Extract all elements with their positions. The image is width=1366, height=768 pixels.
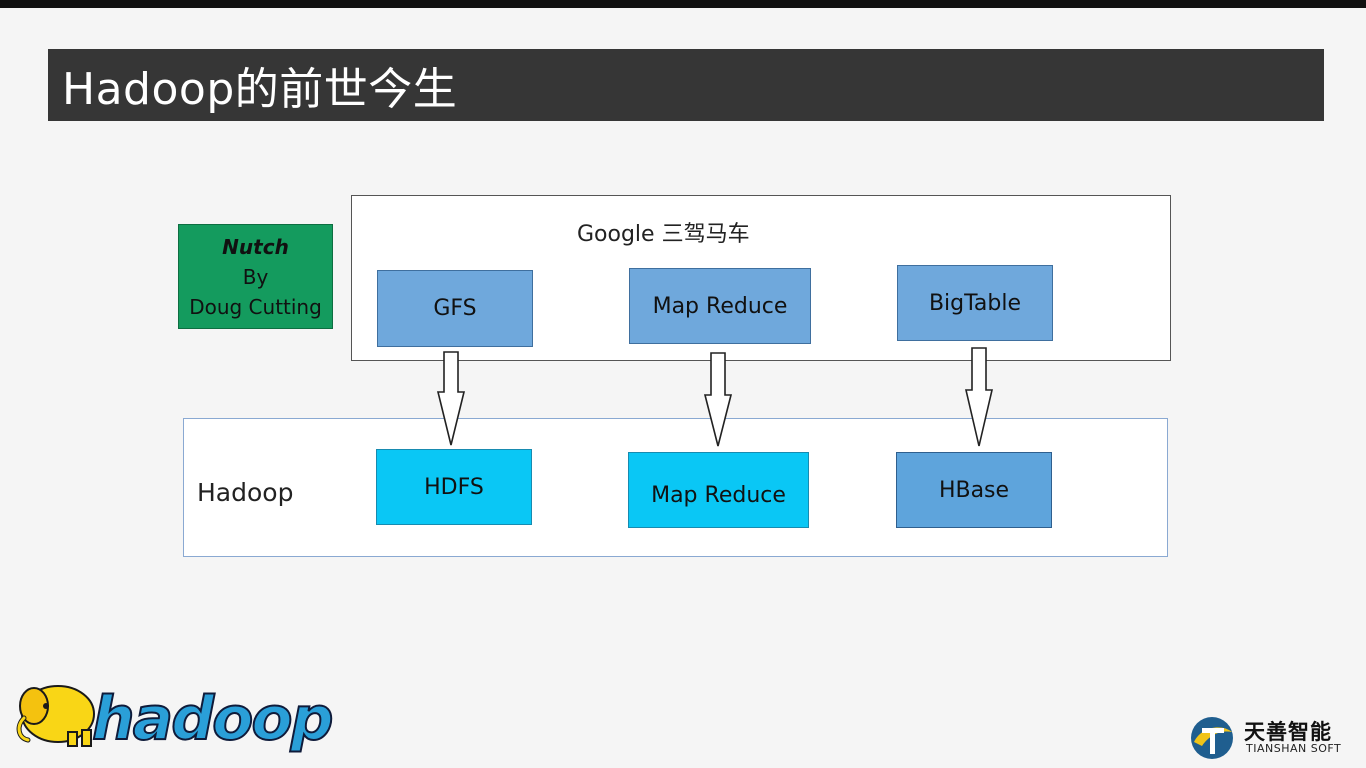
hadoop-label: Hadoop: [197, 478, 294, 507]
hdfs-box: HDFS: [376, 449, 532, 525]
hadoop-elephant-icon: [16, 685, 95, 747]
nutch-box: Nutch By Doug Cutting: [178, 224, 333, 329]
hbase-box: HBase: [896, 452, 1052, 528]
hadoop-logo-text: hadoop: [91, 683, 335, 755]
nutch-author: Doug Cutting: [189, 294, 322, 319]
page-title: Hadoop的前世今生: [62, 64, 458, 115]
nutch-name: Nutch: [222, 234, 289, 259]
gfs-box: GFS: [377, 270, 533, 347]
google-label: Google 三驾马车: [577, 222, 750, 247]
top-strip: [0, 0, 1366, 8]
nutch-by: By: [242, 264, 269, 289]
title-bar: Hadoop的前世今生: [48, 49, 1324, 121]
company-name-en: TIANSHAN SOFT: [1246, 742, 1342, 755]
company-name-cn: 天善智能: [1244, 720, 1332, 744]
hadoop-mapreduce-box: Map Reduce: [628, 452, 809, 528]
google-mapreduce-box: Map Reduce: [629, 268, 811, 344]
tianshan-logo-icon: [1191, 717, 1233, 759]
bigtable-box: BigTable: [897, 265, 1053, 341]
